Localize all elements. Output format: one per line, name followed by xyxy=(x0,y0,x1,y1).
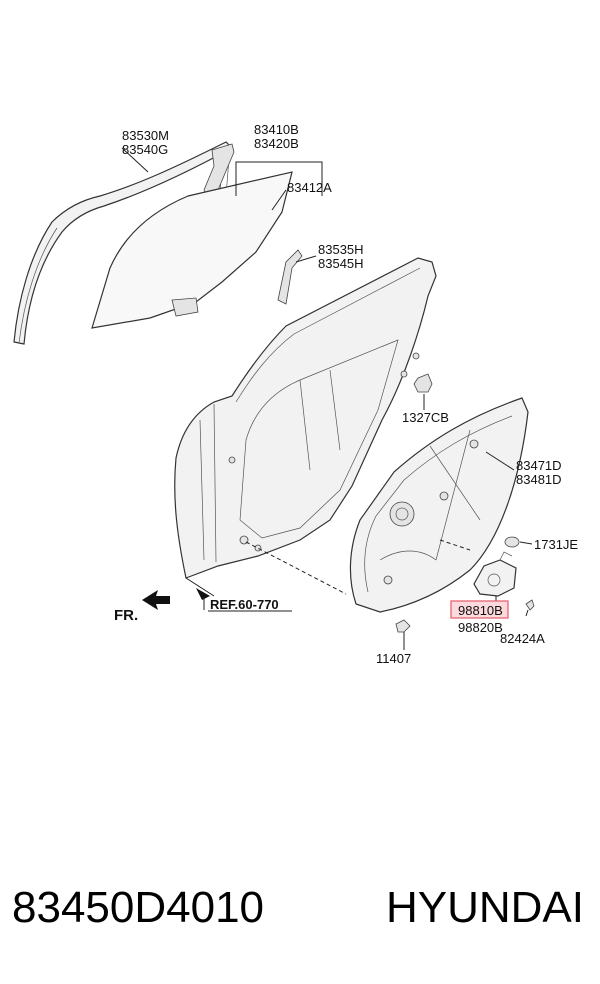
front-direction-arrow-icon xyxy=(142,590,170,610)
label-83530m: 83530M xyxy=(122,128,169,143)
brand-name: HYUNDAI xyxy=(385,883,584,932)
label-83481d: 83481D xyxy=(516,472,562,487)
highlight-box-98810b xyxy=(450,600,509,619)
label-83412a: 83412A xyxy=(287,180,332,195)
label-82424a: 82424A xyxy=(500,631,545,646)
screw-82424a xyxy=(525,599,535,611)
label-83410b: 83410B xyxy=(254,122,299,137)
part-labels: 83530M 83540G 83410B 83420B 83412A 83535… xyxy=(114,122,578,666)
window-regulator-panel xyxy=(349,397,529,613)
delta-molding xyxy=(277,249,303,305)
door-inner-panel xyxy=(174,257,437,579)
label-98820b: 98820B xyxy=(458,620,503,635)
label-98810b: 98810B xyxy=(458,603,503,618)
window-motor xyxy=(473,551,517,597)
leader-lines xyxy=(121,147,533,650)
bolt-1327cb xyxy=(413,373,433,408)
label-1731je: 1731JE xyxy=(534,537,578,552)
label-83540g: 83540G xyxy=(122,142,168,157)
grommet-1731je xyxy=(504,536,520,548)
door-glass xyxy=(91,171,293,329)
label-83535h: 83535H xyxy=(318,242,364,257)
label-83545h: 83545H xyxy=(318,256,364,271)
label-ref: REF.60-770 xyxy=(210,597,279,612)
label-1327cb: 1327CB xyxy=(402,410,449,425)
ref-arrow-icon xyxy=(196,588,292,612)
label-83420b: 83420B xyxy=(254,136,299,151)
part-number: 83450D4010 xyxy=(12,883,265,932)
footer: 83450D4010 HYUNDAI xyxy=(0,878,600,948)
label-83471d: 83471D xyxy=(516,458,562,473)
bolt-11407 xyxy=(395,619,411,646)
label-fr: FR. xyxy=(114,607,138,624)
label-11407: 11407 xyxy=(376,651,411,666)
